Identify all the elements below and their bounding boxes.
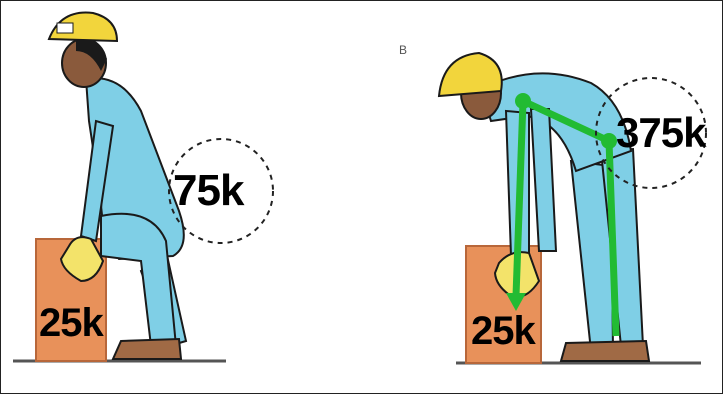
back-load-label: 375k (616, 109, 705, 157)
helmet-badge (57, 23, 73, 33)
hip-joint-dot (601, 133, 617, 149)
back-load-label: 75k (173, 166, 243, 216)
panel-letter: B (399, 43, 407, 57)
incorrect-lift-figure (361, 1, 722, 393)
box-weight-label: 25k (471, 309, 535, 354)
box-weight-label: 25k (39, 301, 103, 346)
helmet (439, 53, 502, 96)
arm-right (531, 109, 556, 251)
shoulder-joint-dot (515, 93, 531, 109)
boot (561, 341, 649, 361)
boot (113, 339, 181, 359)
correct-lift-panel: 75k 25k (1, 1, 361, 393)
incorrect-lift-panel: B 375k 25k (361, 1, 722, 393)
